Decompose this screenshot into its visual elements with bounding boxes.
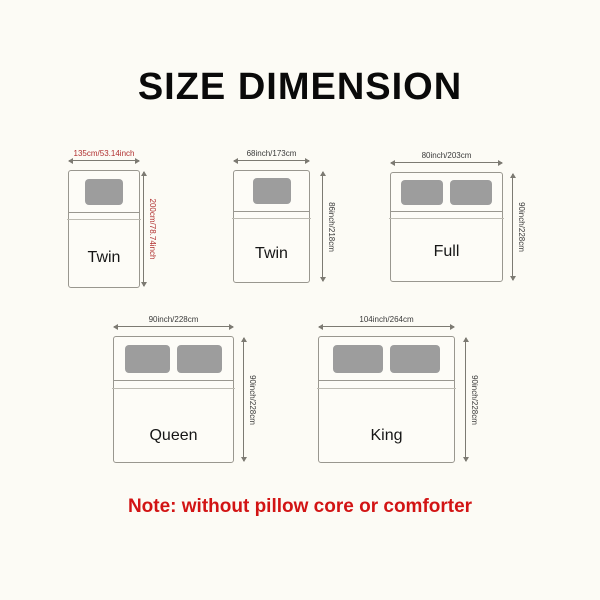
height-arrow-icon [463, 337, 469, 462]
bed-outline: Twin [67, 170, 141, 288]
pillow-row [114, 345, 233, 373]
height-dimension-label: 86inch/218cm [327, 201, 336, 252]
sheet-fold-line [232, 218, 311, 219]
width-dimension-label: 80inch/203cm [421, 151, 472, 160]
height-dimension-label: 200cm/78.74inch [148, 198, 157, 260]
pillow-row [319, 345, 454, 373]
bed-size-name: Twin [255, 245, 288, 262]
width-dimension-label: 68inch/173cm [246, 149, 297, 158]
pillow-row [69, 179, 139, 205]
width-dimension-label: 90inch/228cm [148, 315, 199, 324]
width-arrow-icon [68, 158, 140, 164]
height-dimension-label: 90inch/228cm [248, 374, 257, 425]
bed-diagram-twin-2: 68inch/173cm Twin 86inch/218cm [232, 149, 336, 283]
sheet-divider-line [391, 211, 502, 212]
sheet-divider-line [319, 380, 454, 381]
height-dimension-label: 90inch/228cm [517, 202, 526, 252]
sheet-divider-line [69, 212, 139, 213]
pillow-row [234, 178, 309, 204]
bed-outline: Queen [112, 336, 235, 463]
sheet-fold-line [112, 388, 235, 389]
bed-outline: King [317, 336, 456, 463]
bed-size-name: Twin [87, 249, 121, 266]
pillow-row [391, 180, 502, 205]
height-arrow-icon [141, 171, 147, 287]
sheet-divider-line [234, 211, 309, 212]
pillow-icon [125, 345, 170, 373]
bed-size-name: King [370, 427, 403, 444]
bed-diagram-king: 104inch/264cm King 90inch/228cm [317, 315, 479, 463]
height-arrow-icon [320, 171, 326, 282]
bed-outline: Full [389, 172, 504, 282]
pillow-icon [177, 345, 222, 373]
sheet-fold-line [67, 219, 141, 220]
pillow-icon [390, 345, 440, 373]
bed-diagram-full: 80inch/203cm Full 90inch/228cm [389, 151, 526, 282]
pillow-icon [85, 179, 123, 205]
sheet-fold-line [389, 218, 504, 219]
width-arrow-icon [113, 324, 234, 330]
pillow-icon [333, 345, 383, 373]
bed-outline: Twin [232, 170, 311, 283]
width-arrow-icon [233, 158, 310, 164]
note-text: Note: without pillow core or comforter [127, 496, 473, 517]
height-arrow-icon [241, 337, 247, 462]
page-title: SIZE DIMENSION [137, 66, 463, 108]
sheet-divider-line [114, 380, 233, 381]
sheet-fold-line [317, 388, 456, 389]
pillow-icon [401, 180, 443, 205]
bed-size-name: Queen [149, 427, 198, 444]
width-dimension-label: 135cm/53.14inch [73, 149, 135, 158]
bed-diagram-twin-1: 135cm/53.14inch Twin 200cm/78.74inch [67, 149, 157, 288]
pillow-icon [252, 178, 291, 204]
pillow-icon [450, 180, 492, 205]
width-dimension-label: 104inch/264cm [359, 315, 414, 324]
width-arrow-icon [318, 324, 455, 330]
width-arrow-icon [390, 160, 503, 166]
bed-diagram-queen: 90inch/228cm Queen 90inch/228cm [112, 315, 257, 463]
height-dimension-label: 90inch/228cm [470, 374, 479, 425]
bed-size-name: Full [433, 243, 460, 260]
height-arrow-icon [510, 173, 516, 281]
